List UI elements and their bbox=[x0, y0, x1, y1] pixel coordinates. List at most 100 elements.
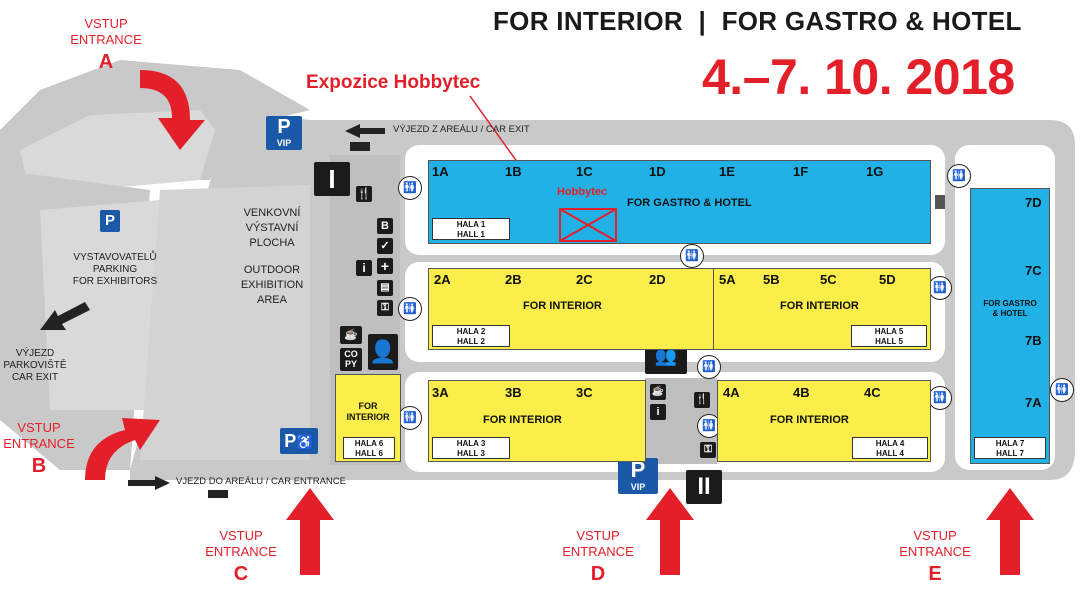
info-mid-icon: i bbox=[650, 404, 666, 420]
exhibitor-parking-label: VYSTAVOVATELŮ PARKING FOR EXHIBITORS bbox=[60, 252, 170, 288]
hall-7-name-box: HALA 7 HALL 7 bbox=[974, 437, 1046, 459]
cloakroom-mid-icon: ⚿ bbox=[700, 442, 716, 458]
restaurant-mid-icon: 🍴 bbox=[694, 392, 710, 408]
entrance-d-letter: D bbox=[590, 563, 606, 585]
entrance-e[interactable]: VSTUP ENTRANCE E bbox=[890, 528, 980, 585]
stand-1f: 1F bbox=[793, 164, 809, 179]
vip-parking-bottom-vip: VIP bbox=[630, 482, 646, 492]
hall-5[interactable]: 5A 5B 5C 5D FOR INTERIOR HALA 5 HALL 5 bbox=[713, 268, 931, 350]
hall-4[interactable]: 4A 4B 4C FOR INTERIOR HALA 4 HALL 4 bbox=[717, 380, 931, 462]
hall-2-cz: HALA 2 bbox=[456, 327, 486, 336]
outdoor-cz-3: PLOCHA bbox=[249, 237, 295, 249]
first-aid-icon: + bbox=[377, 258, 393, 274]
stand-3a: 3A bbox=[432, 385, 449, 400]
hall-4-en: HALL 4 bbox=[876, 449, 904, 458]
hall-7-label: FOR GASTRO & HOTEL bbox=[971, 299, 1049, 319]
hall-4-label: FOR INTERIOR bbox=[770, 414, 849, 426]
entrance-e-letter: E bbox=[928, 563, 942, 585]
arrow-e-icon bbox=[986, 488, 1034, 575]
coffee-icon: ☕ bbox=[340, 326, 362, 344]
stand-4b: 4B bbox=[793, 385, 810, 400]
stand-2c: 2C bbox=[576, 272, 593, 287]
entrance-a-letter: A bbox=[98, 51, 114, 73]
hall-3[interactable]: 3A 3B 3C FOR INTERIOR HALA 3 HALL 3 bbox=[428, 380, 646, 462]
hall-7-cz: HALA 7 bbox=[995, 439, 1025, 448]
stand-2a: 2A bbox=[434, 272, 451, 287]
car-exit-label: VÝJEZD Z AREÁLU / CAR EXIT bbox=[393, 124, 530, 135]
arrow-b-icon bbox=[85, 418, 160, 480]
header-title: FOR INTERIOR | FOR GASTRO & HOTEL bbox=[493, 6, 1022, 37]
hall-2-label: FOR INTERIOR bbox=[523, 300, 602, 312]
entrance-b[interactable]: VSTUP ENTRANCE B bbox=[0, 420, 78, 477]
entrance-c-line2: ENTRANCE bbox=[205, 544, 277, 559]
restroom-icon-7: 🚻 bbox=[928, 276, 952, 300]
stand-3b: 3B bbox=[505, 385, 522, 400]
stand-7b: 7B bbox=[1025, 333, 1042, 348]
hall-3-name-box: HALA 3 HALL 3 bbox=[432, 437, 510, 459]
stand-5a: 5A bbox=[719, 272, 736, 287]
stand-7a: 7A bbox=[1025, 395, 1042, 410]
hall-2-en: HALL 2 bbox=[457, 337, 485, 346]
restroom-icon-10: 🚻 bbox=[1050, 378, 1074, 402]
entrance-d[interactable]: VSTUP ENTRANCE D bbox=[553, 528, 643, 585]
hall-7-label-1: FOR GASTRO bbox=[983, 299, 1037, 308]
restroom-icon-4: 🚻 bbox=[680, 244, 704, 268]
arrow-c-icon bbox=[286, 488, 334, 575]
entrance-e-line2: ENTRANCE bbox=[899, 544, 971, 559]
hall-5-en: HALL 5 bbox=[875, 337, 903, 346]
hall-1-cz: HALA 1 bbox=[456, 220, 486, 229]
hall-2-name-box: HALA 2 HALL 2 bbox=[432, 325, 510, 347]
entrance-b-line1: VSTUP bbox=[17, 420, 61, 435]
arrow-d-icon bbox=[646, 488, 694, 575]
outdoor-en-3: AREA bbox=[257, 294, 287, 306]
car-entrance-arrow-icon bbox=[128, 476, 170, 490]
hall-3-cz: HALA 3 bbox=[456, 439, 486, 448]
document-icon: ▤ bbox=[377, 280, 393, 296]
car-entrance-label: VJEZD DO AREÁLU / CAR ENTRANCE bbox=[176, 476, 346, 487]
parking-exhibitors-icon: P bbox=[100, 210, 120, 232]
hall-4-name-box: HALA 4 HALL 4 bbox=[852, 437, 928, 459]
exhibitor-parking-line1: VYSTAVOVATELŮ bbox=[73, 252, 157, 263]
parking-exit-line1: VÝJEZD bbox=[15, 348, 55, 359]
hall-6-label: FOR INTERIOR bbox=[336, 401, 400, 423]
title-for-gastro: FOR GASTRO & HOTEL bbox=[721, 6, 1022, 36]
stand-1c: 1C bbox=[576, 164, 593, 179]
stand-1a: 1A bbox=[432, 164, 449, 179]
hall-2[interactable]: 2A 2B 2C 2D FOR INTERIOR HALA 2 HALL 2 bbox=[428, 268, 714, 350]
wheelchair-icon: ♿ bbox=[296, 434, 314, 450]
vip-parking-top-icon: P VIP bbox=[266, 116, 302, 150]
exhibitor-parking-line3: FOR EXHIBITORS bbox=[72, 276, 158, 287]
stand-1e: 1E bbox=[719, 164, 735, 179]
stand-5c: 5C bbox=[820, 272, 837, 287]
outdoor-en-1: OUTDOOR bbox=[243, 264, 301, 276]
hall-6-name-box: HALA 6 HALL 6 bbox=[343, 437, 395, 459]
stand-5d: 5D bbox=[879, 272, 896, 287]
vip-parking-top-p: P bbox=[277, 116, 291, 138]
hall-6-label-1: FOR bbox=[358, 401, 378, 411]
hall-1-label: FOR GASTRO & HOTEL bbox=[627, 197, 752, 209]
restroom-icon-3: 🚻 bbox=[398, 406, 422, 430]
stand-7c: 7C bbox=[1025, 263, 1042, 278]
stand-2b: 2B bbox=[505, 272, 522, 287]
hall-7-en: HALL 7 bbox=[996, 449, 1024, 458]
hall-6-label-2: INTERIOR bbox=[346, 412, 390, 422]
entrance-d-line1: VSTUP bbox=[576, 528, 620, 543]
hall-6[interactable]: FOR INTERIOR HALA 6 HALL 6 bbox=[335, 374, 401, 462]
restroom-icon-9: 🚻 bbox=[947, 164, 971, 188]
cloakroom-icon: ⚿ bbox=[377, 300, 393, 316]
entrance-a[interactable]: VSTUP ENTRANCE A bbox=[66, 16, 146, 73]
annotation-title: Expozice Hobbytec bbox=[306, 72, 481, 93]
vip-parking-bottom-icon: P VIP bbox=[618, 458, 658, 494]
entrance-b-letter: B bbox=[31, 455, 47, 477]
entrance-c[interactable]: VSTUP ENTRANCE C bbox=[196, 528, 286, 584]
hall-5-label: FOR INTERIOR bbox=[780, 300, 859, 312]
hall-5-cz: HALA 5 bbox=[874, 327, 904, 336]
stand-7d: 7D bbox=[1025, 195, 1042, 210]
hall-7[interactable]: 7D 7C 7B 7A FOR GASTRO & HOTEL HALA 7 HA… bbox=[970, 188, 1050, 464]
disabled-parking-p: P bbox=[284, 431, 297, 451]
hall-7-label-2: & HOTEL bbox=[992, 309, 1028, 318]
hall-1[interactable]: 1A 1B 1C 1D 1E 1F 1G FOR GASTRO & HOTEL … bbox=[428, 160, 931, 244]
stand-4a: 4A bbox=[723, 385, 740, 400]
parking-exit-line2: PARKOVIŠTĚ bbox=[3, 360, 67, 371]
